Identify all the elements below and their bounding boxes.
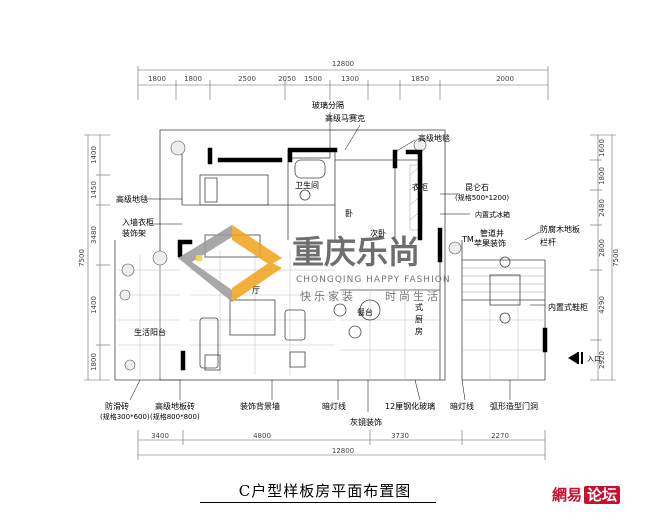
label-rail: 栏杆 [540,237,556,247]
label-fridge: 内置式冰箱 [475,210,510,219]
label-stone-1: 昆仑石 [465,182,489,192]
label-stone-2: (规格500*1200) [455,193,509,202]
site-logo-part-1: 網易 [552,486,583,504]
bottom-dim-1: 3400 [151,432,169,440]
watermark-slogan-2: 时尚生活 [385,289,441,303]
top-dim-2: 1800 [184,75,202,83]
right-dim-3: 2480 [598,199,606,217]
label-carpet-top: 高级地毯 [418,133,450,143]
right-total-dimension: 7500 [612,249,620,267]
label-mirror: 灰镜装饰 [350,417,382,427]
left-dim-2: 1450 [90,181,98,199]
label-pipe-2: 苹果装饰 [474,238,506,248]
right-dim-6: 2920 [598,351,606,369]
top-total-dimension: 12800 [332,60,354,68]
label-glass-12: 12厘钢化玻璃 [385,401,435,411]
right-dim-2: 1800 [598,167,606,185]
label-wardrobe-2: 装饰架 [122,228,146,238]
label-tile-1: 高级地板砖 [155,401,195,411]
bottom-dim-3: 3730 [391,432,409,440]
room-bedroom: 次卧 [370,228,386,238]
page-title: C户型样板房平面布置图 [238,482,412,500]
top-dim-5: 1500 [304,75,322,83]
bathtub [289,149,331,201]
right-dim-4: 2800 [598,239,606,257]
plants [119,138,462,371]
site-logo-part-2: 论坛 [584,486,621,504]
exterior-walls [177,147,548,371]
watermark-logo [178,225,282,302]
room-balcony: 生活阳台 [134,327,166,337]
label-light-2: 暗灯线 [450,401,474,411]
watermark-sub: CHONGQING HAPPY FASHION [296,275,451,285]
top-dim-8: 2000 [496,75,514,83]
label-wardrobe-1: 入墙衣柜 [122,217,154,227]
title-underline [200,502,436,503]
room-living: 厅 [252,286,260,295]
top-dim-6: 1300 [341,75,359,83]
top-dim-1: 1800 [148,75,166,83]
label-pipe-1: 管道井 [480,228,504,238]
bed-main [199,174,269,206]
kitchen-floor-lines [340,290,545,380]
label-antislip-2: (规格300*600) [100,412,150,421]
label-carpet-left: 高级地毯 [116,194,148,204]
bottom-total-dimension: 12800 [332,447,354,455]
label-light-1: 暗灯线 [322,401,346,411]
bottom-dim-4: 2270 [491,432,509,440]
left-dim-4: 1400 [90,296,98,314]
label-tm: TM [461,235,474,244]
room-entrance: 入口 [587,355,601,363]
wood-deck-lines [462,267,545,293]
dining-table [333,299,381,339]
left-dim-3: 3480 [90,226,98,244]
label-glass-partition: 玻璃分隔 [312,100,344,110]
room-bedroom-2: 卧 [345,209,353,218]
sofa-set [199,299,306,371]
label-tile-2: (规格800*800) [150,412,200,421]
top-dimension-lines [137,66,549,100]
deck-seating [489,256,521,324]
room-kitchen-1: 式 [415,302,423,312]
right-dimension-lines [590,134,616,381]
label-toilet-mosaic: 高级马赛克 [325,113,365,123]
room-cabinet: 衣柜 [412,182,428,192]
right-dim-5: 4290 [598,296,606,314]
left-dim-5: 1800 [90,353,98,371]
left-dim-1: 1400 [90,146,98,164]
top-dim-4: 2050 [278,75,296,83]
watermark-slogan-1: 快乐家装 [300,289,356,303]
site-logo[interactable]: 網易论坛 [552,484,621,505]
bottom-dim-2: 4800 [253,432,271,440]
room-kitchen-3: 房 [415,326,423,336]
top-dim-3: 2500 [238,75,256,83]
watermark-main: 重庆乐尚 [292,233,420,271]
room-bathroom: 卫生间 [295,180,319,190]
label-decor-wall: 装饰背景墙 [240,401,280,411]
top-dim-7: 1850 [411,75,429,83]
left-dimension-lines [84,134,110,381]
right-dim-1: 1600 [598,139,606,157]
bottom-dimension-lines [137,430,546,460]
label-shoe-cabinet: 内置式鞋柜 [548,302,588,312]
room-kitchen-2: 厨 [415,315,423,324]
label-arch: 弧形造型门洞 [490,401,538,411]
label-antislip-1: 防滑砖 [105,401,129,411]
entrance-arrow-icon [568,352,583,364]
room-dining: 餐台 [357,307,373,317]
left-total-dimension: 7500 [78,249,86,267]
label-wood-floor: 防腐木地板 [540,224,580,234]
